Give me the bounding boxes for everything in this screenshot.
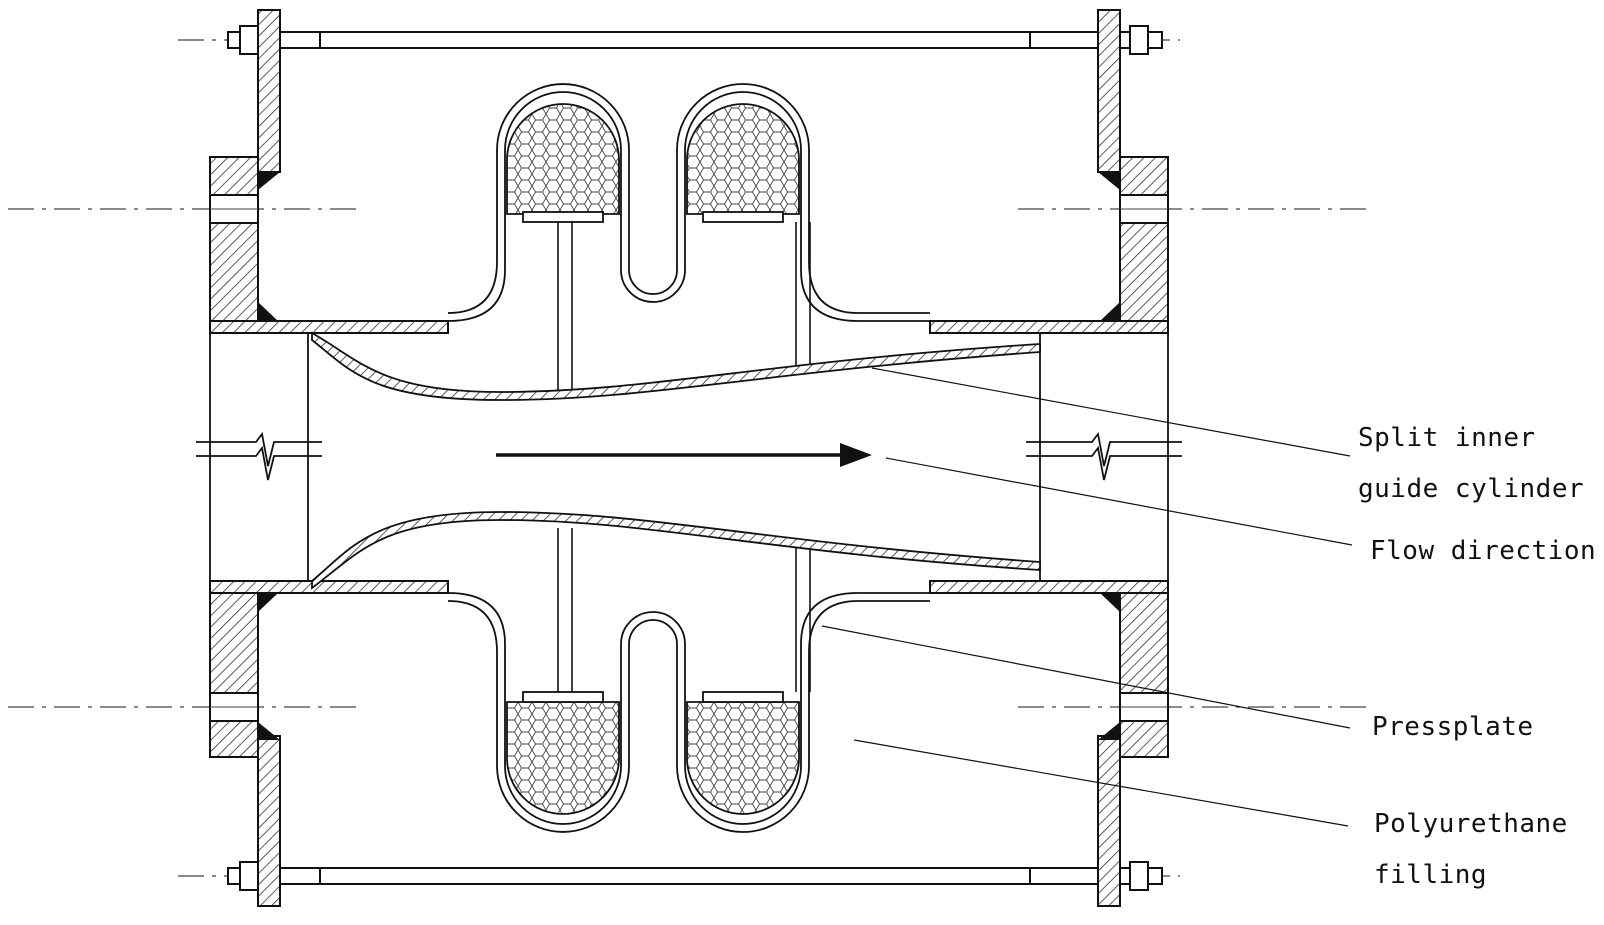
tie-rod-bottom <box>227 861 1163 891</box>
pipe-plates <box>209 320 1169 594</box>
label-split-inner-guide-cylinder-line1: Split inner <box>1358 423 1536 453</box>
label-polyurethane-filling-line2: filling <box>1374 860 1488 890</box>
label-flow-direction: Flow direction <box>1370 536 1597 566</box>
pipe-outlines <box>196 333 1182 581</box>
pressplates <box>522 211 784 703</box>
polyurethane-filling <box>506 103 800 815</box>
guide-cylinder-upper <box>311 331 1041 401</box>
flow-arrowhead <box>840 443 872 467</box>
left-flange-bolt-holes <box>209 194 259 722</box>
right-flange <box>1119 156 1169 758</box>
welds <box>258 172 1120 740</box>
right-limit-plates <box>1097 9 1121 907</box>
leader-lines <box>821 367 1353 827</box>
tie-rod-top <box>227 25 1163 55</box>
guide-cylinder-lower <box>311 511 1041 590</box>
label-split-inner-guide-cylinder-line2: guide cylinder <box>1358 474 1585 504</box>
support-rods <box>557 222 811 692</box>
bellows-upper <box>447 83 930 322</box>
left-limit-plates <box>257 9 281 907</box>
right-flange-bolt-holes <box>1119 194 1169 722</box>
label-polyurethane-filling-line1: Polyurethane <box>1374 809 1568 839</box>
bellows-lower <box>447 592 930 833</box>
label-pressplate: Pressplate <box>1372 712 1534 742</box>
left-flange <box>209 156 259 758</box>
